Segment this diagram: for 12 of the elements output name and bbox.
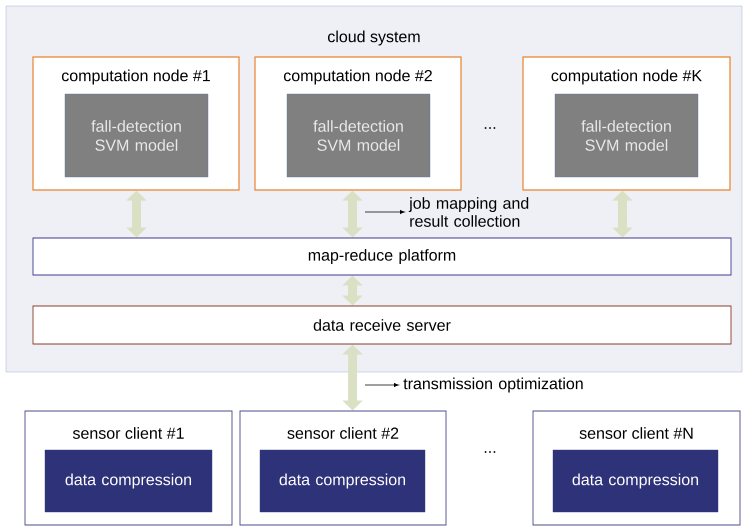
- compression-box: data compression: [44, 450, 212, 512]
- ellipsis: ...: [484, 127, 496, 129]
- model-box: fall-detection SVM model: [64, 94, 208, 178]
- model-box: fall-detection SVM model: [554, 94, 698, 178]
- platform-box: map-reduce platform: [32, 238, 732, 276]
- compression-box: data compression: [552, 450, 718, 512]
- model-box: fall-detection SVM model: [286, 94, 430, 178]
- server-box: data receive server: [32, 306, 732, 344]
- ellipsis: ...: [484, 451, 496, 453]
- edge-label: transmission optimization: [403, 378, 583, 392]
- edge-label: job mapping and result collection: [408, 197, 528, 227]
- compression-box: data compression: [260, 450, 426, 512]
